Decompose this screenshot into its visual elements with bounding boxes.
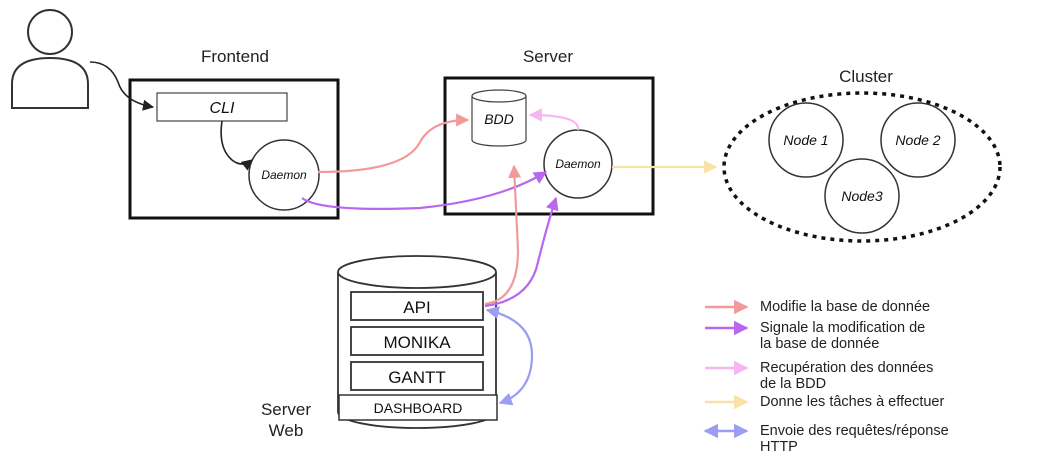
- user-icon: [11, 9, 89, 109]
- dashboard-label: DASHBOARD: [374, 400, 463, 416]
- node-2-label: Node 2: [895, 132, 940, 148]
- cli-to-daemon-arrow: [220, 120, 253, 171]
- server-web-title-line1: Server: [261, 400, 311, 419]
- node-1: [768, 102, 844, 178]
- cli-label: CLI: [210, 100, 235, 117]
- legend-label: de la BDD: [760, 376, 826, 392]
- node-1-label: Node 1: [783, 132, 828, 148]
- monika-label: MONIKA: [383, 333, 451, 352]
- legend-label: HTTP: [760, 439, 798, 455]
- api-dashboard-http-arrow: [485, 306, 534, 406]
- bdd-label: BDD: [484, 111, 514, 127]
- user-to-cli-arrow: [89, 61, 155, 111]
- frontend-title: Frontend: [201, 47, 269, 66]
- gantt-module: [350, 361, 484, 391]
- legend-label: Modifie la base de donnée: [760, 299, 930, 315]
- legend-label: Recupération des données: [760, 360, 933, 376]
- api-module: [350, 291, 484, 321]
- frontend-daemon-node: [248, 139, 320, 211]
- gantt-label: GANTT: [388, 368, 446, 387]
- server-web-title-line2: Web: [269, 421, 304, 440]
- legend-label: la base de donnée: [760, 336, 879, 352]
- legend-label: Envoie des requêtes/réponse: [760, 423, 949, 439]
- api-modify-bdd-arrow: [484, 164, 522, 306]
- monika-module: [350, 326, 484, 356]
- node-3-label: Node3: [841, 188, 882, 204]
- bdd-cylinder: [471, 89, 527, 147]
- frontend-modify-bdd-arrow: [317, 113, 470, 174]
- node-3: [824, 158, 900, 234]
- daemon-retrieve-bdd-arrow: [528, 108, 580, 131]
- api-signal-daemon-arrow: [484, 196, 559, 308]
- cluster-title: Cluster: [839, 67, 893, 86]
- frontend-daemon-label: Daemon: [261, 168, 307, 182]
- server-daemon-label: Daemon: [555, 157, 601, 171]
- legend-label: Donne les tâches à effectuer: [760, 394, 944, 410]
- legend-item: Modifie la base de donnée: [705, 299, 930, 315]
- cli-box: [156, 92, 288, 122]
- api-label: API: [403, 298, 430, 317]
- server-title: Server: [523, 47, 573, 66]
- legend-item: Donne les tâches à effectuer: [705, 394, 944, 410]
- node-2: [880, 102, 956, 178]
- legend-label: Signale la modification de: [760, 320, 925, 336]
- dashboard-module: [338, 394, 498, 421]
